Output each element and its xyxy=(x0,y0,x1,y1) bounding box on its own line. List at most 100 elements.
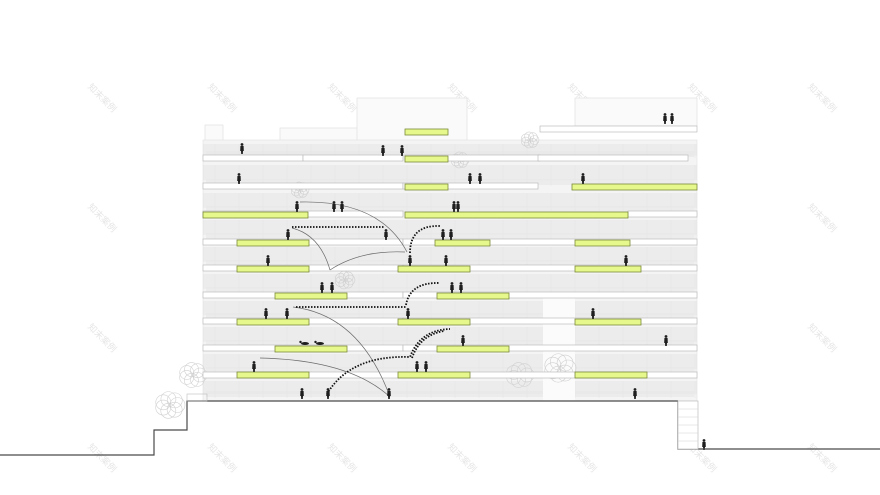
person-icon xyxy=(591,308,595,319)
movement-arc-dotted xyxy=(326,328,451,395)
person-icon xyxy=(452,201,456,212)
floor-shadow-band xyxy=(203,144,697,156)
movement-arc-solid xyxy=(299,201,408,253)
balcony-roof-1 xyxy=(404,128,449,136)
reclining-person-icon xyxy=(299,340,309,345)
person-icon xyxy=(285,308,289,319)
tree-icon xyxy=(335,272,346,284)
tree-icon xyxy=(155,394,172,411)
tree-icon xyxy=(521,136,531,147)
person-icon xyxy=(633,388,637,399)
watermark-text: 知末案例 xyxy=(565,441,599,475)
watermark-text: 知末案例 xyxy=(805,441,839,475)
person-icon xyxy=(300,388,304,399)
balcony-2-left xyxy=(236,318,310,326)
person-icon xyxy=(266,255,270,266)
railing-band xyxy=(206,367,694,373)
person-icon xyxy=(406,308,410,319)
watermark-text: 知末案例 xyxy=(325,441,359,475)
watermark-text: 知末案例 xyxy=(805,321,839,355)
balcony-0-center xyxy=(397,371,471,379)
railing-band xyxy=(206,313,694,319)
person-icon xyxy=(424,361,428,372)
person-icon xyxy=(449,229,453,240)
floor-shadow-band xyxy=(203,165,697,181)
movement-arc-dotted xyxy=(411,330,445,359)
person-icon xyxy=(581,173,585,184)
balcony-2-right xyxy=(574,318,642,326)
tree-icon xyxy=(179,365,195,380)
movement-arc-dotted xyxy=(405,282,441,306)
person-icon xyxy=(400,145,404,156)
balcony-roof-2 xyxy=(404,155,449,163)
person-icon xyxy=(702,439,706,450)
person-icon xyxy=(237,173,241,184)
watermark-text: 知末案例 xyxy=(85,81,119,115)
movement-arc-solid xyxy=(259,357,391,398)
rooftop-block xyxy=(574,97,698,127)
balcony-5-left xyxy=(236,239,310,247)
person-icon xyxy=(478,173,482,184)
person-icon xyxy=(330,282,334,293)
floor-slab xyxy=(627,210,698,218)
person-icon xyxy=(408,255,412,266)
railing-band xyxy=(206,340,694,346)
balcony-4-left xyxy=(236,265,310,273)
tree-icon xyxy=(184,362,199,377)
balcony-0-right xyxy=(574,371,648,379)
tree-icon xyxy=(169,397,186,413)
person-icon xyxy=(415,361,419,372)
balcony-3-center xyxy=(436,292,510,300)
planter-box xyxy=(186,393,208,402)
balcony-5-center xyxy=(434,239,491,247)
tree-icon xyxy=(160,403,177,419)
green-balcony-layer xyxy=(202,128,698,379)
tree-icon xyxy=(521,133,531,144)
floor-shadow-band xyxy=(203,274,697,289)
person-icon xyxy=(264,308,268,319)
person-icon xyxy=(332,201,336,212)
tree-icon xyxy=(556,354,574,372)
movement-arc-solid xyxy=(329,251,406,271)
tree-icon xyxy=(155,399,172,416)
balcony-1-center xyxy=(436,345,510,353)
railing-band xyxy=(206,206,694,212)
railing-band xyxy=(206,391,694,397)
person-icon xyxy=(387,388,391,399)
tree-icon xyxy=(190,363,205,378)
person-icon xyxy=(252,361,256,372)
balcony-2-center xyxy=(397,318,471,326)
person-icon xyxy=(381,145,385,156)
railing-band xyxy=(206,179,694,185)
watermark-text: 知末案例 xyxy=(445,441,479,475)
tree-icon xyxy=(550,353,567,371)
floor-slab xyxy=(202,154,304,162)
movement-arc-solid xyxy=(291,227,331,271)
watermark-text: 知末案例 xyxy=(85,441,119,475)
person-icon xyxy=(295,201,299,212)
watermark-text: 知末案例 xyxy=(805,201,839,235)
floor-shadow-band xyxy=(203,193,697,208)
balcony-4-right xyxy=(574,265,642,273)
balcony-7-right xyxy=(571,183,698,191)
watermark-text: 知末案例 xyxy=(325,81,359,115)
tree-icon xyxy=(524,131,534,142)
floor-slab xyxy=(302,154,404,162)
balcony-6-center xyxy=(404,211,629,219)
balcony-0-left xyxy=(236,371,310,379)
person-icon xyxy=(450,282,454,293)
floor-slab xyxy=(402,344,698,352)
watermark-text: 知末案例 xyxy=(85,201,119,235)
tree-icon xyxy=(527,138,538,148)
person-icon xyxy=(240,143,244,154)
person-icon xyxy=(624,255,628,266)
floor-slab xyxy=(402,291,698,299)
person-icon xyxy=(320,282,324,293)
watermark-text: 知末案例 xyxy=(205,81,239,115)
watermark-text: 知末案例 xyxy=(205,441,239,475)
person-icon xyxy=(670,113,674,124)
movement-arc-solid xyxy=(292,306,391,398)
person-icon xyxy=(441,229,445,240)
person-icon xyxy=(664,335,668,346)
